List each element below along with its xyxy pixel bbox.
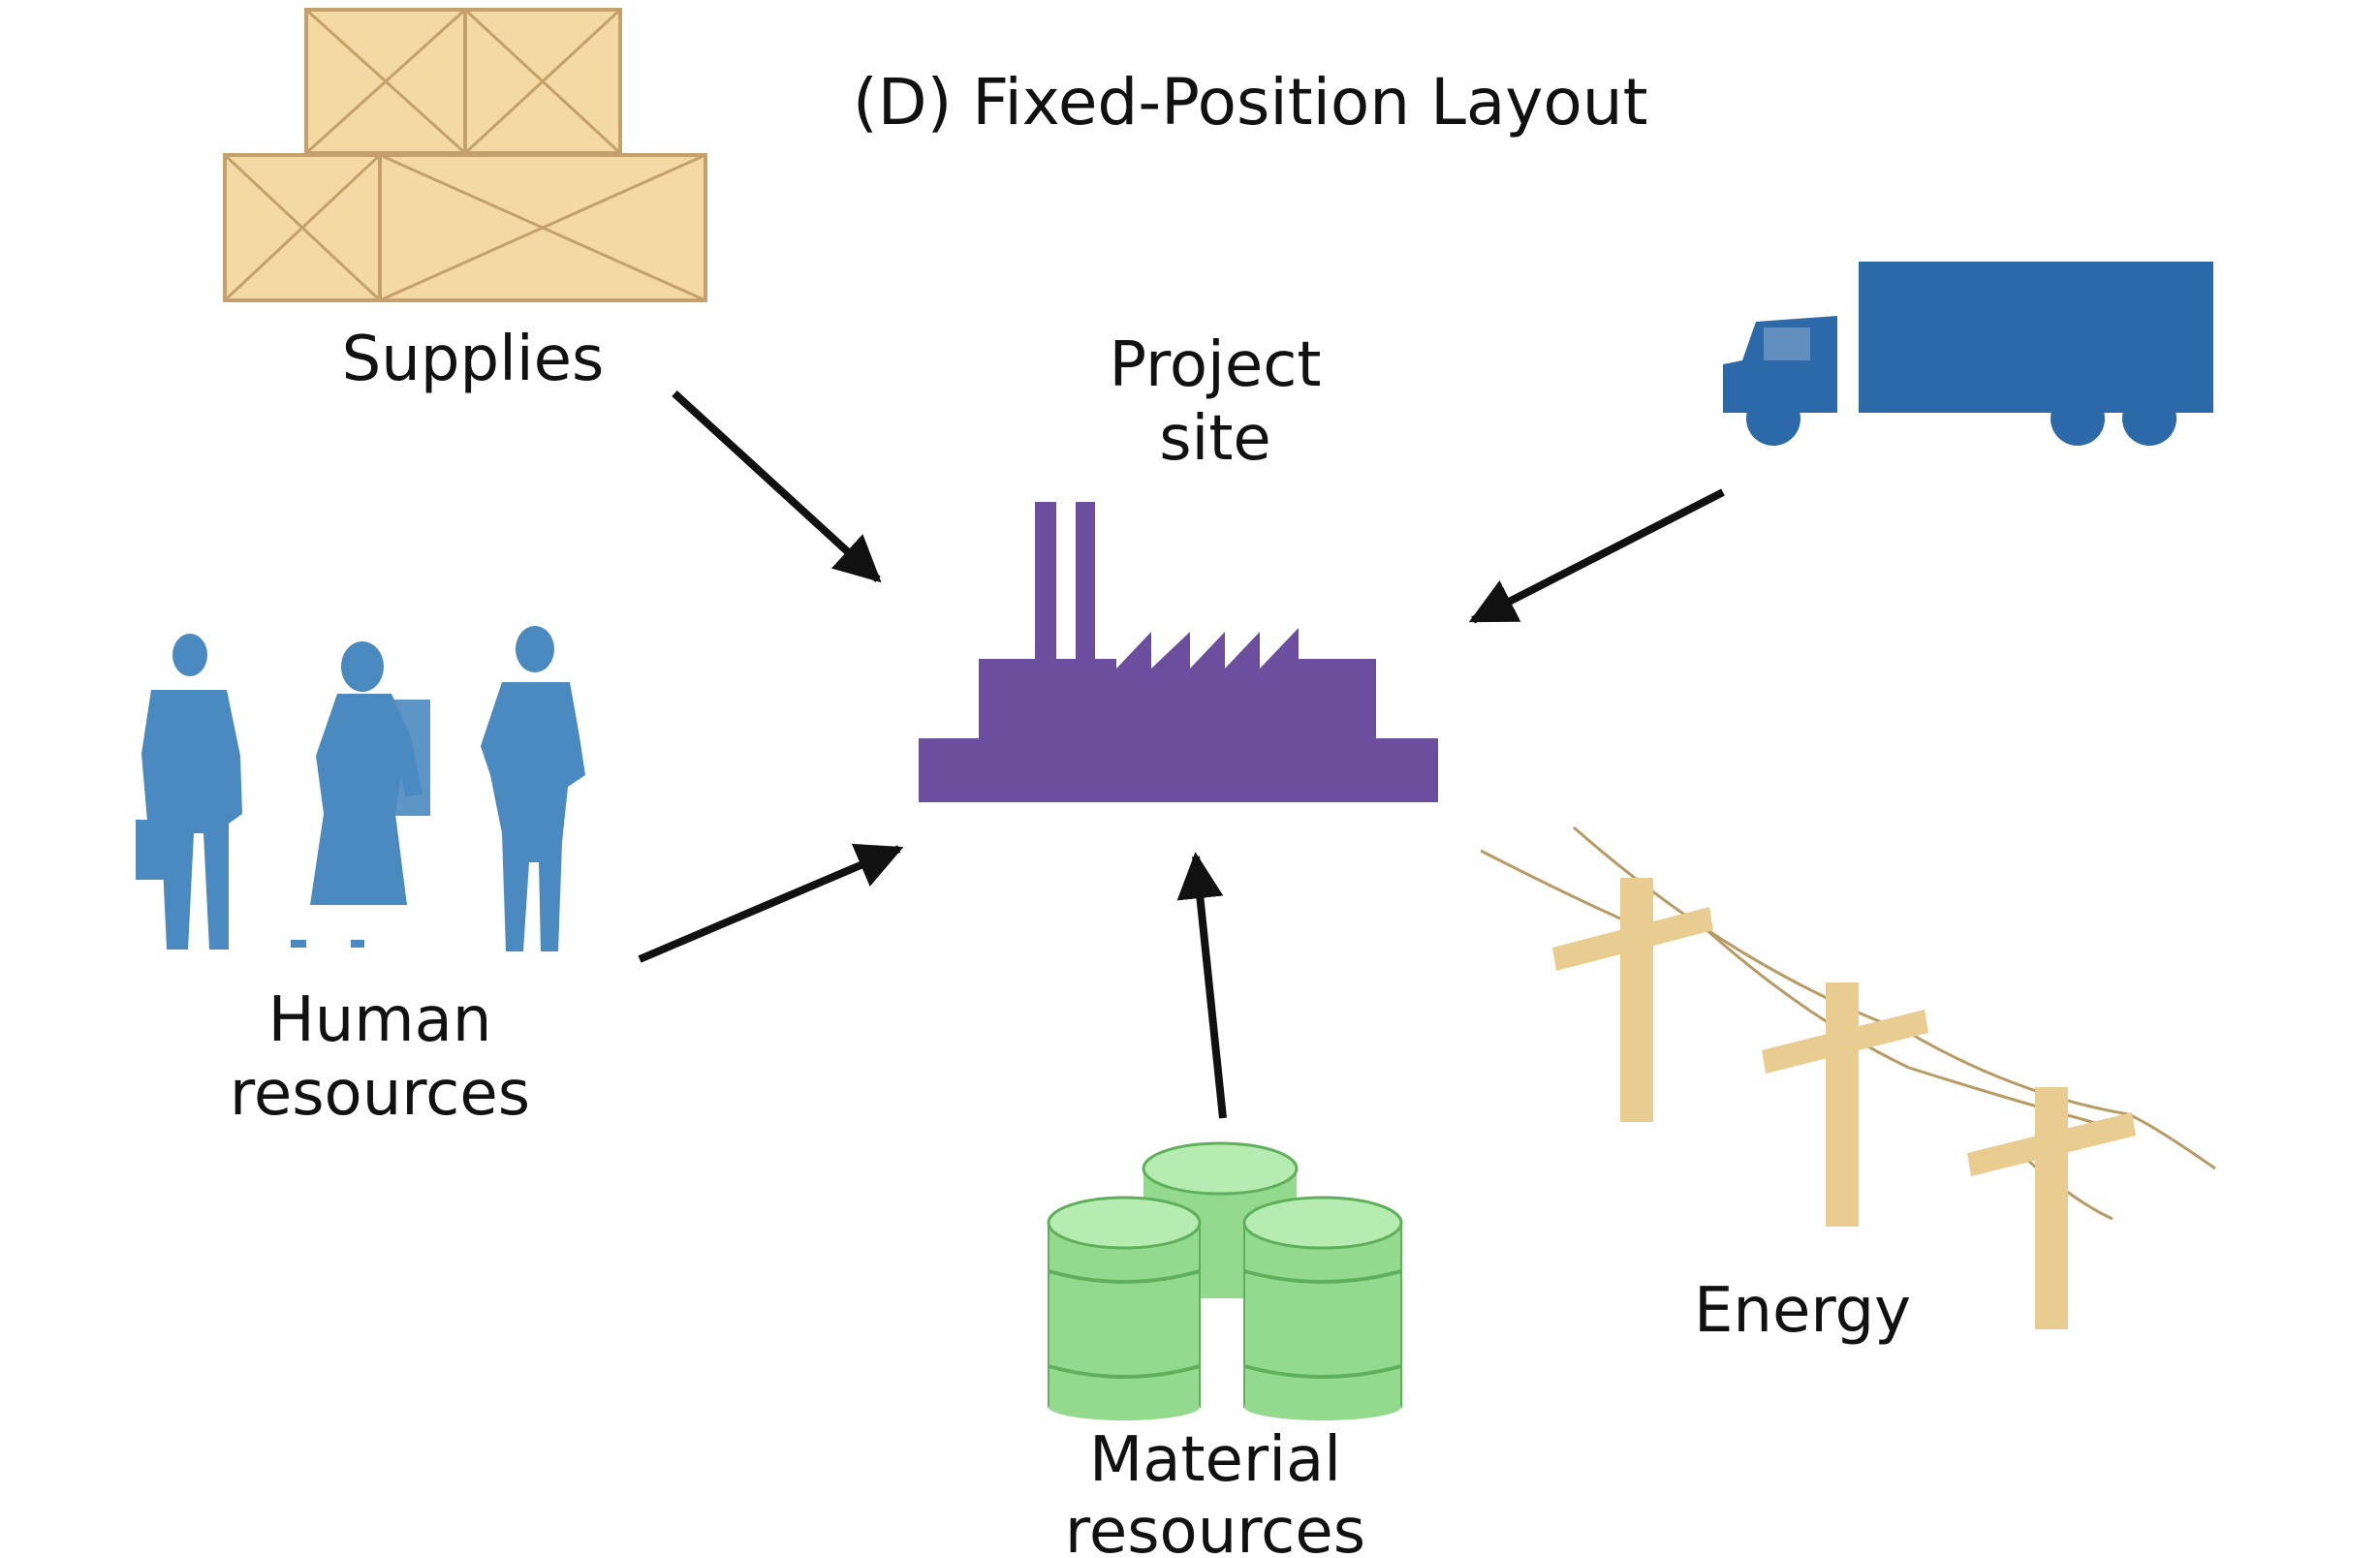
factory-icon	[919, 502, 1438, 802]
human-resources-label-line1: Human	[268, 984, 492, 1056]
arrow-human-to-site	[638, 843, 904, 963]
truck-icon	[1723, 262, 2213, 446]
power-pole-2	[1762, 982, 1928, 1227]
crate-top	[304, 8, 622, 155]
people-icon	[136, 626, 585, 951]
crate-bottom	[223, 153, 707, 302]
project-site-label-line1: Project	[1110, 329, 1322, 401]
arrow-supplies-to-site	[672, 390, 882, 583]
power-poles-icon	[1480, 826, 2216, 1329]
material-resources-label-line1: Material	[1089, 1424, 1341, 1496]
human-resources-label-line2: resources	[230, 1058, 530, 1130]
person-2	[291, 641, 430, 948]
barrel-right	[1242, 1196, 1403, 1420]
energy-label: Energy	[1694, 1275, 1911, 1347]
arrow-truck-to-site	[1468, 488, 1725, 624]
project-site-label-line2: site	[1159, 403, 1271, 475]
barrel-left	[1047, 1196, 1202, 1420]
person-3	[481, 626, 585, 951]
power-pole-3	[1967, 1087, 2136, 1329]
person-1	[136, 634, 242, 950]
arrow-material-to-site	[1176, 852, 1227, 1119]
supplies-label: Supplies	[342, 324, 605, 395]
material-resources-label-line2: resources	[1065, 1496, 1365, 1558]
crates-icon	[223, 8, 707, 302]
diagram-title: (D) Fixed-Position Layout	[853, 65, 1647, 140]
barrels-icon	[1047, 1141, 1403, 1420]
power-pole-1	[1552, 878, 1713, 1122]
